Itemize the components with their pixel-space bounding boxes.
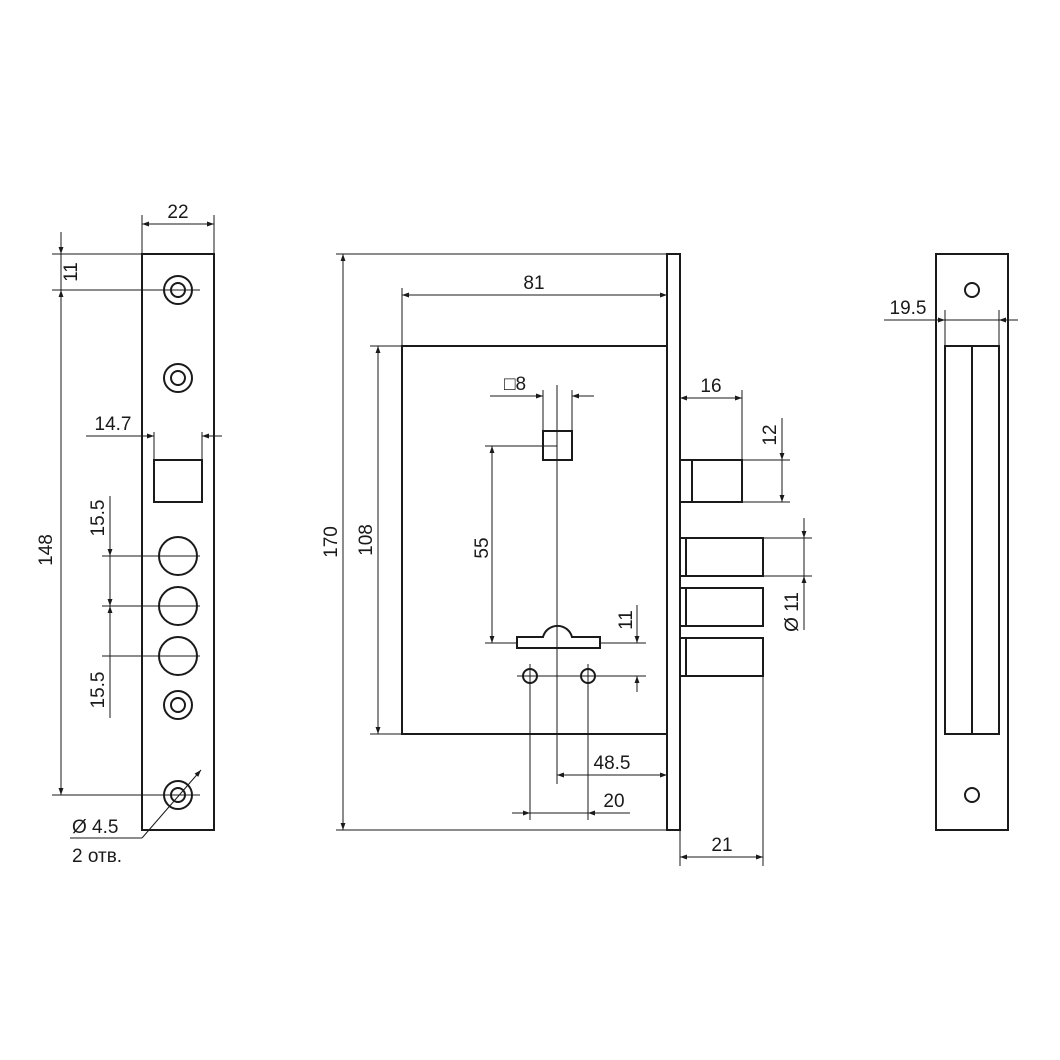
front-view: 22 11 148 14.7 15.5 15.5 Ø 4 — [36, 202, 222, 867]
dim-backset: 48.5 — [594, 753, 631, 774]
strike-screw-hole-top — [964, 282, 980, 298]
dim-spindle-to-key: 55 — [472, 537, 493, 558]
dim-front-total-height: 148 — [36, 534, 57, 566]
screw-hole-lower — [163, 690, 193, 720]
dim-spindle-square: □8 — [504, 374, 526, 395]
dim-hole-spacing-top: 15.5 — [88, 500, 109, 537]
dim-screw-spacing: 20 — [603, 791, 624, 812]
dim-hole-count: 2 отв. — [72, 846, 122, 867]
front-plate — [666, 253, 681, 831]
keyhole — [516, 624, 601, 649]
dim-total-height: 170 — [321, 526, 342, 558]
dim-key-to-screw: 11 — [616, 610, 637, 630]
faceplate — [141, 253, 215, 831]
dim-body-width: 81 — [523, 273, 544, 294]
strike-screw-hole-bottom — [964, 787, 980, 803]
dim-latch-width: 14.7 — [95, 414, 132, 435]
strike-plate — [935, 253, 1009, 831]
dim-latch-projection: 16 — [700, 376, 721, 397]
dim-latch-height: 12 — [760, 424, 781, 445]
dead-bolt-2 — [679, 587, 764, 627]
dead-bolt-1 — [679, 537, 764, 577]
dim-bolt-diameter: Ø 11 — [782, 592, 803, 632]
dim-body-height: 108 — [356, 524, 377, 556]
dim-hole-spacing-bottom: 15.5 — [88, 672, 109, 709]
side-view: 170 108 81 □8 55 11 48.5 20 — [321, 253, 812, 866]
latch-bolt — [679, 459, 743, 503]
dim-front-width: 22 — [167, 202, 188, 223]
dim-bolt-projection: 21 — [711, 835, 732, 856]
dim-strike-width: 19.5 — [890, 298, 927, 319]
strike-plate-view: 19.5 — [884, 253, 1018, 831]
latch-opening — [153, 459, 203, 503]
dead-bolt-3 — [679, 637, 764, 677]
dim-front-top-offset: 11 — [61, 262, 82, 282]
screw-hole-upper — [163, 363, 193, 393]
dim-hole-diameter: Ø 4.5 — [72, 817, 118, 838]
